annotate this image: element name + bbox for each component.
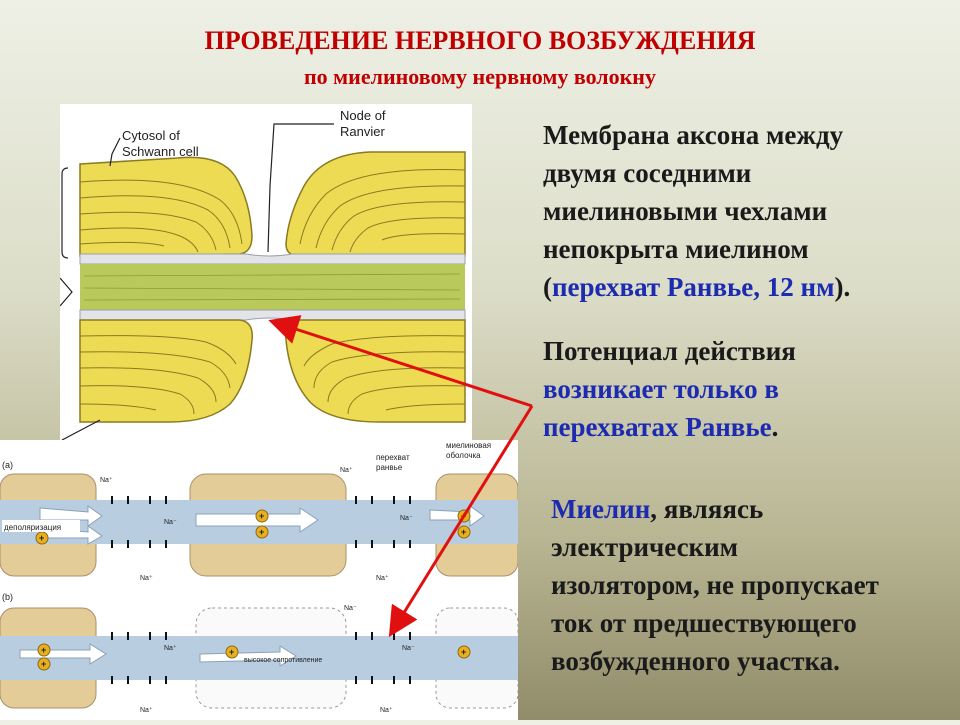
na-label-8: Na⁺ [164, 644, 177, 652]
plus-5: + [461, 527, 466, 537]
plus-7: + [41, 659, 46, 669]
label-high-resistance: высокое сопротивление [244, 657, 322, 664]
myelin-node-drawing: Cytosol of Schwann cell Node of Ranvier [59, 108, 466, 441]
label-node-2: Ranvier [340, 124, 385, 139]
na-label-11: Na⁺ [380, 706, 393, 714]
plus-1: + [39, 533, 44, 543]
text-ap-line3: перехватах Ранвье. [543, 408, 943, 446]
text-open-paren: ( [543, 272, 552, 302]
plus-9: + [461, 647, 466, 657]
text-membrane-line2: двумя соседними [543, 158, 752, 188]
myelin-node-figure: Cytosol of Schwann cell Node of Ranvier [59, 104, 472, 441]
text-myelin-line1: Миелин, являясь [551, 490, 951, 528]
label-depolarization: деполяризация [4, 523, 61, 532]
text-node-highlight: перехват Ранвье, 12 нм [552, 272, 835, 302]
text-action-potential: Потенциал действия возникает только в пе… [543, 332, 943, 446]
na-label-10: Na⁺ [140, 706, 153, 714]
text-ap-line1: Потенциал действия [543, 336, 796, 366]
label-cytosol-1: Cytosol of [122, 128, 180, 143]
text-myelin-line5: возбужденного участка. [551, 646, 840, 676]
text-membrane-line1: Мембрана аксона между [543, 120, 844, 150]
text-myelin-line2: электрическим [551, 532, 739, 562]
text-myelin: Миелин, являясь электрическим изолятором… [551, 490, 951, 680]
panel-b-label: (b) [2, 592, 13, 602]
na-label-2: Na⁺ [340, 466, 353, 474]
text-close: ). [834, 272, 851, 302]
na-label-7: Na⁻ [344, 605, 357, 612]
text-membrane-line4: непокрыта миелином [543, 234, 809, 264]
panel-a-label: (a) [2, 460, 13, 470]
slide-subtitle: по миелиновому нервному волокну [304, 64, 656, 89]
na-label-9: Na⁻ [402, 645, 415, 652]
text-myelin-line3: изолятором, не пропускает [551, 570, 879, 600]
na-label-3: Na⁻ [164, 519, 177, 526]
text-membrane: Мембрана аксона между двумя соседними ми… [543, 116, 943, 306]
label-sheath-2: оболочка [446, 451, 481, 460]
text-membrane-line5: (перехват Ранвье, 12 нм). [543, 268, 943, 306]
slide-title: ПРОВЕДЕНИЕ НЕРВНОГО ВОЗБУЖДЕНИЯ [204, 26, 756, 55]
conduction-diagram: (a) (b) [0, 440, 519, 720]
plus-8: + [229, 647, 234, 657]
plus-3: + [259, 527, 264, 537]
na-label-1: Na⁺ [100, 476, 113, 484]
plus-6: + [41, 645, 46, 655]
text-ap-end: . [771, 412, 779, 442]
na-label-6: Na⁺ [376, 574, 389, 582]
text-ap-highlight2: перехватах Ранвье [543, 412, 772, 442]
conduction-drawing: (a) (b) [0, 441, 519, 714]
text-myelin-highlight: Миелин [551, 494, 651, 524]
label-node-1: Node of [340, 108, 386, 123]
label-cytosol-2: Schwann cell [122, 144, 199, 159]
label-node-ru-2: ранвье [376, 463, 403, 472]
label-sheath-1: миелиновая [446, 441, 491, 450]
na-label-4: Na⁻ [400, 515, 413, 522]
plus-2: + [259, 511, 264, 521]
label-node-ru-1: перехват [376, 453, 410, 462]
na-label-5: Na⁺ [140, 574, 153, 582]
text-myelin-rest1: , являясь [650, 494, 764, 524]
text-myelin-line4: ток от предшествующего [551, 608, 857, 638]
text-membrane-line3: миелиновыми чехлами [543, 196, 828, 226]
plus-4: + [461, 511, 466, 521]
text-ap-line2: возникает только в [543, 374, 780, 404]
